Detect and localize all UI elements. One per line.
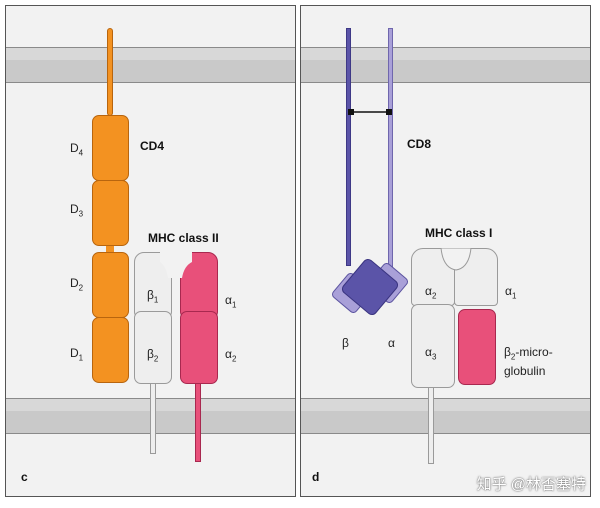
mhc-i-alpha3-domain bbox=[411, 304, 455, 388]
beta2-microglobulin-domain bbox=[458, 309, 496, 385]
cd8-ig-domains bbox=[332, 258, 408, 316]
panel-c-cd4-mhc-class-ii: D4 D3 D2 D1 CD4 MHC class II β1 β2 α1 α2… bbox=[5, 5, 296, 497]
panel-letter-d: d bbox=[312, 470, 320, 484]
label-d4: D4 bbox=[70, 141, 84, 158]
upper-membrane bbox=[301, 47, 590, 83]
mhc-class-i-title: MHC class I bbox=[425, 226, 493, 240]
cd8-title: CD8 bbox=[407, 137, 432, 151]
watermark-text: 知乎 @林否塞特 bbox=[476, 476, 586, 493]
label-beta2: β2 bbox=[147, 347, 159, 364]
label-d2: D2 bbox=[70, 276, 84, 293]
upper-membrane bbox=[6, 47, 295, 83]
cd4-domain-d2 bbox=[92, 252, 129, 318]
label-d1: D1 bbox=[70, 346, 84, 363]
label-beta1: β1 bbox=[147, 288, 159, 305]
label-beta2-microglobulin: β2-micro- globulin bbox=[504, 345, 553, 379]
mhc-ii-alpha2-domain bbox=[180, 311, 218, 384]
label-alpha1: α1 bbox=[225, 293, 237, 310]
cd8-beta-stalk bbox=[346, 28, 351, 266]
cd4-hinge bbox=[106, 244, 114, 254]
label-alpha3: α3 bbox=[425, 345, 437, 362]
cd4-domain-d3 bbox=[92, 180, 129, 246]
cd8-alpha-stalk bbox=[388, 28, 393, 280]
cd4-domain-d4 bbox=[92, 115, 129, 181]
mhc-ii-beta2-domain bbox=[134, 311, 172, 384]
cd8-disulfide-bond bbox=[348, 109, 392, 115]
mhc-ii-beta-stalk bbox=[150, 382, 156, 454]
label-alpha2: α2 bbox=[225, 347, 237, 364]
label-d3: D3 bbox=[70, 202, 84, 219]
cd8-front-domain bbox=[341, 258, 399, 316]
panel-letter-c: c bbox=[21, 470, 28, 484]
lower-membrane bbox=[301, 398, 590, 434]
mhc-i-peptide-groove bbox=[440, 248, 472, 271]
mhc-ii-peptide-groove bbox=[160, 252, 192, 278]
panel-d-cd8-mhc-class-i: CD8 β α MHC class I α2 α1 α3 β2-micro- g… bbox=[300, 5, 591, 497]
cd4-title: CD4 bbox=[140, 139, 165, 153]
label-alpha1: α1 bbox=[505, 284, 517, 301]
cd4-transmembrane-stalk bbox=[107, 28, 113, 116]
mhc-i-alpha-stalk bbox=[428, 387, 434, 464]
label-cd8-alpha: α bbox=[388, 336, 395, 350]
mhc-ii-alpha-stalk bbox=[195, 382, 201, 462]
cd4-domain-d1 bbox=[92, 317, 129, 383]
mhc-class-ii-title: MHC class II bbox=[148, 231, 219, 245]
label-alpha2: α2 bbox=[425, 284, 437, 301]
label-cd8-beta: β bbox=[342, 336, 349, 350]
